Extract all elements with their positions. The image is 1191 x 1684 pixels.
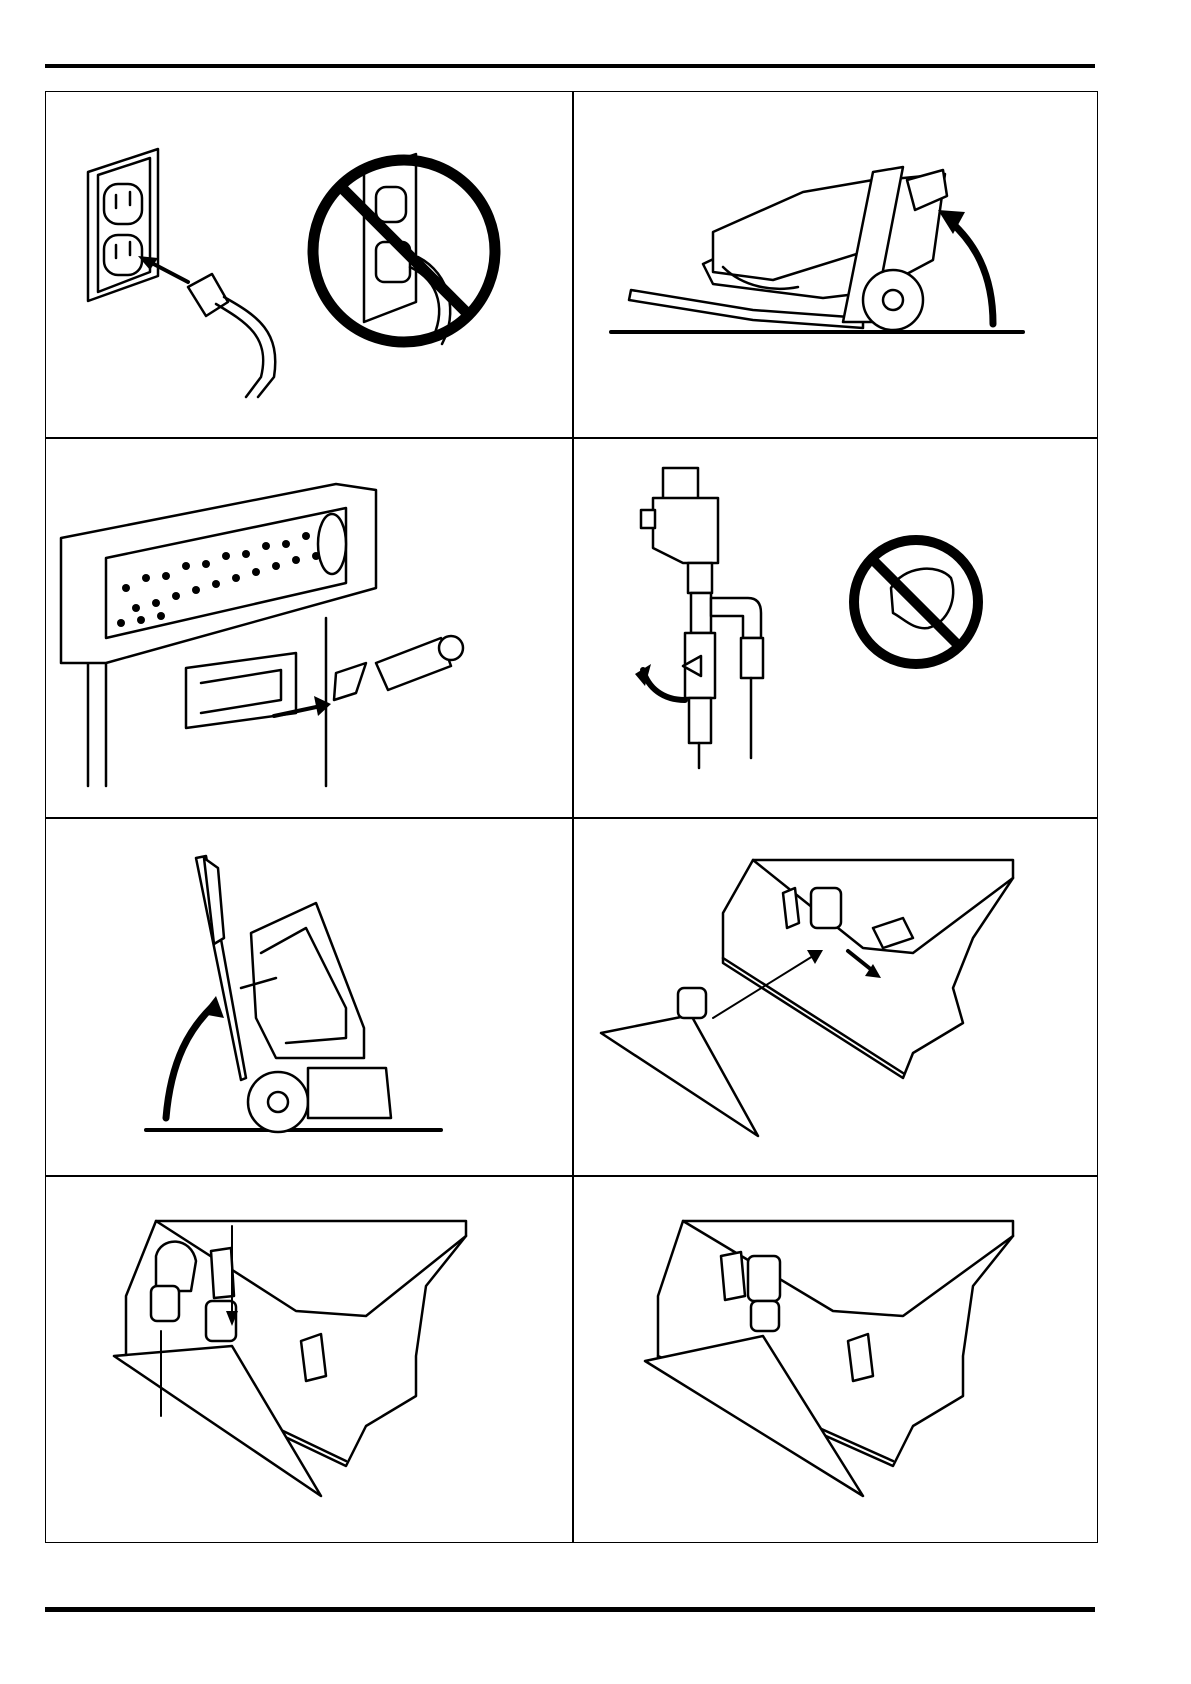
hand-icon bbox=[891, 569, 953, 629]
panel-tilt-back bbox=[573, 92, 1099, 437]
carpet-extractor-icon bbox=[46, 818, 572, 1175]
valve-assembly-icon bbox=[573, 438, 1099, 817]
floor-tool-icon bbox=[601, 1015, 758, 1136]
hose-icon bbox=[156, 1242, 196, 1291]
prohibition-icon bbox=[313, 154, 495, 344]
panel-valve bbox=[573, 438, 1099, 817]
panel-remove-tool bbox=[573, 818, 1099, 1175]
machine-base-icon bbox=[573, 818, 1099, 1175]
panel-brush-removal bbox=[46, 438, 572, 817]
panel-tool-attached bbox=[573, 1176, 1099, 1542]
panel-insert-tool bbox=[46, 1176, 572, 1542]
footer-rule bbox=[45, 1607, 1095, 1612]
machine-base-icon bbox=[573, 1176, 1099, 1542]
panel-unplug bbox=[46, 92, 572, 437]
machine-base-icon bbox=[46, 1176, 572, 1542]
arrow-icon bbox=[314, 696, 331, 716]
illustration-grid bbox=[45, 91, 1098, 1543]
power-plug-icon bbox=[138, 256, 275, 397]
header-rule bbox=[45, 64, 1095, 68]
carpet-extractor-icon bbox=[573, 92, 1099, 437]
wall-outlet-icon bbox=[46, 92, 572, 437]
prohibition-icon bbox=[854, 540, 978, 664]
panel-tilt-upright bbox=[46, 818, 572, 1175]
brush-roller-icon bbox=[46, 438, 572, 817]
